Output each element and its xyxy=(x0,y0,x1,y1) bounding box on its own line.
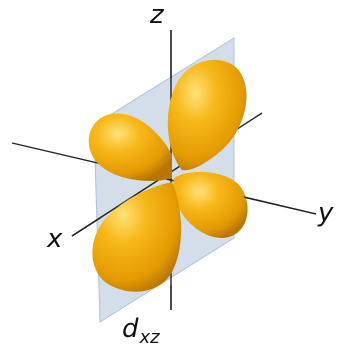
x-axis-left-segment xyxy=(72,218,100,236)
z-axis-label: z xyxy=(150,2,164,28)
y-axis-label: y xyxy=(318,200,333,226)
x-axis-label: x xyxy=(47,226,62,252)
y-axis-right-segment xyxy=(244,197,316,214)
orbital-caption: dxz xyxy=(122,316,160,342)
orbital-caption-main: d xyxy=(122,314,139,344)
orbital-caption-subscript: xz xyxy=(140,327,160,348)
